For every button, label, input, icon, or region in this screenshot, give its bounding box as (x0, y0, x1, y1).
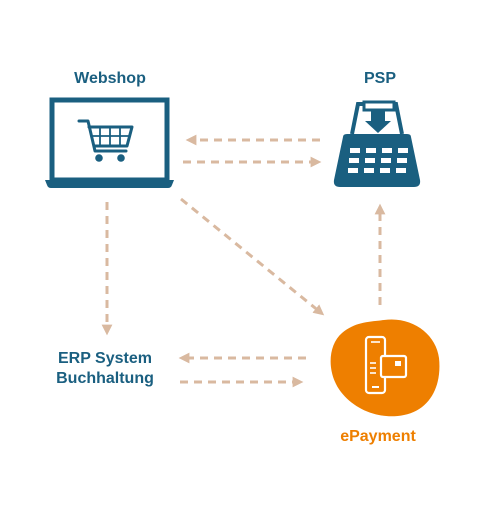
laptop-shopping-cart-icon (45, 97, 174, 188)
webshop-label: Webshop (74, 70, 146, 87)
erp-label-line1: ERP System (58, 350, 152, 367)
epayment-badge (330, 319, 440, 417)
smartphone-card-icon (364, 335, 408, 395)
psp-label: PSP (363, 70, 396, 87)
erp-label: ERP System Buchhaltung (30, 349, 180, 389)
shopping-cart-icon (77, 119, 134, 153)
payment-terminal-icon (333, 100, 421, 187)
arrow-webshop-to-epayment (180, 197, 325, 316)
erp-label-line2: Buchhaltung (56, 370, 154, 387)
epayment-label: ePayment (340, 428, 416, 445)
